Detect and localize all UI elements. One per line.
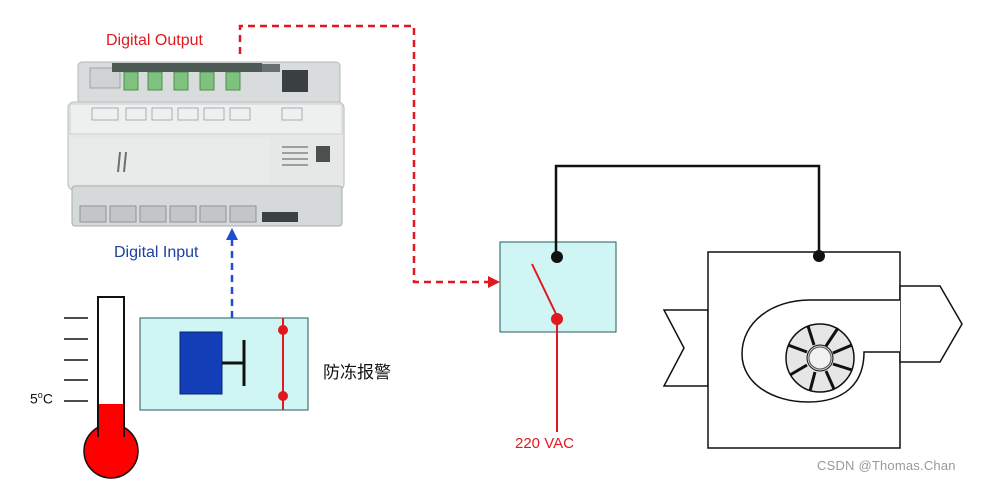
fan-impeller-icon xyxy=(785,323,855,393)
status-leds xyxy=(282,146,308,166)
frost-alarm-label: 防冻报警 xyxy=(323,363,391,382)
relay-contact-bottom xyxy=(278,391,288,401)
relay-contact-top xyxy=(278,325,288,335)
exhaust-duct xyxy=(899,285,963,363)
frost-alarm-relay xyxy=(139,317,309,411)
digital-output-line xyxy=(238,24,490,284)
temperature-value: 5 xyxy=(30,390,38,407)
intake-duct xyxy=(662,309,709,387)
temperature-label: 5oC xyxy=(30,391,53,406)
fan-unit xyxy=(662,250,963,449)
switch-contact-bottom xyxy=(551,313,563,325)
relay-terminal-blocks xyxy=(112,63,262,91)
relay-coil xyxy=(179,331,223,395)
thermometer xyxy=(64,296,139,479)
supply-voltage-label: 220 VAC xyxy=(515,435,574,452)
fan-power-terminal xyxy=(813,250,825,262)
controller-device xyxy=(67,61,345,227)
switch-blade xyxy=(531,263,558,317)
digital-output-arrowhead xyxy=(488,276,500,288)
temperature-unit: C xyxy=(42,390,53,407)
digital-input-label: Digital Input xyxy=(114,244,199,261)
output-slots xyxy=(91,107,303,121)
degree-mark: o xyxy=(37,390,43,400)
input-terminal-blocks xyxy=(79,205,257,223)
power-wire xyxy=(554,164,821,256)
watermark: CSDN @Thomas.Chan xyxy=(817,458,956,473)
digital-output-label: Digital Output xyxy=(106,32,203,49)
digital-input-arrowhead xyxy=(226,228,238,240)
switch-contact-top xyxy=(551,251,563,263)
